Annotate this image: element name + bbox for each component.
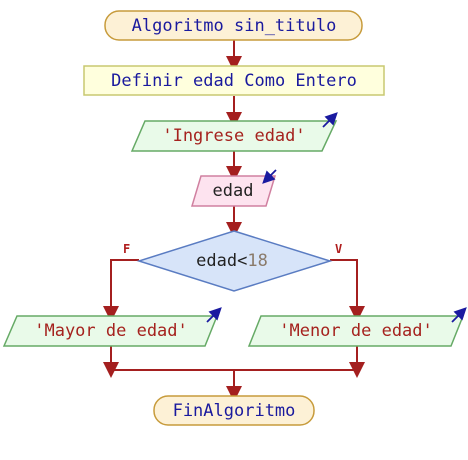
decision-label: edad<18 bbox=[196, 251, 268, 271]
input-arrow-icon bbox=[262, 169, 277, 184]
connectors bbox=[103, 40, 365, 402]
input-read-label: edad bbox=[212, 181, 254, 201]
branch-true-tag: V bbox=[335, 242, 343, 256]
output-prompt-shape[interactable] bbox=[130, 120, 338, 152]
output-false-arrow-icon bbox=[206, 307, 222, 323]
start-label: Algoritmo sin_titulo bbox=[131, 16, 337, 36]
input-read-shape[interactable] bbox=[190, 175, 277, 207]
start-terminal[interactable] bbox=[104, 10, 363, 41]
decision-var: edad bbox=[196, 251, 238, 271]
end-terminal[interactable] bbox=[153, 395, 315, 426]
end-label: FinAlgoritmo bbox=[172, 401, 296, 421]
decision-shape[interactable] bbox=[136, 230, 333, 292]
output-true-label: 'Menor de edad' bbox=[279, 321, 433, 341]
output-false-label: 'Mayor de edad' bbox=[34, 321, 188, 341]
branch-false-tag: F bbox=[123, 242, 131, 256]
output-true-arrow-icon bbox=[451, 307, 467, 323]
output-arrow-icon bbox=[322, 112, 338, 128]
connector-decision-true bbox=[330, 259, 365, 322]
define-label: Definir edad Como Entero bbox=[111, 71, 357, 91]
define-process[interactable] bbox=[83, 65, 385, 96]
connector-decision-false bbox=[103, 259, 139, 322]
output-true-shape[interactable] bbox=[247, 315, 465, 347]
output-prompt-label: 'Ingrese edad' bbox=[162, 126, 306, 146]
output-false-shape[interactable] bbox=[2, 315, 219, 347]
decision-operator: < bbox=[237, 251, 248, 271]
decision-value: 18 bbox=[247, 251, 268, 271]
